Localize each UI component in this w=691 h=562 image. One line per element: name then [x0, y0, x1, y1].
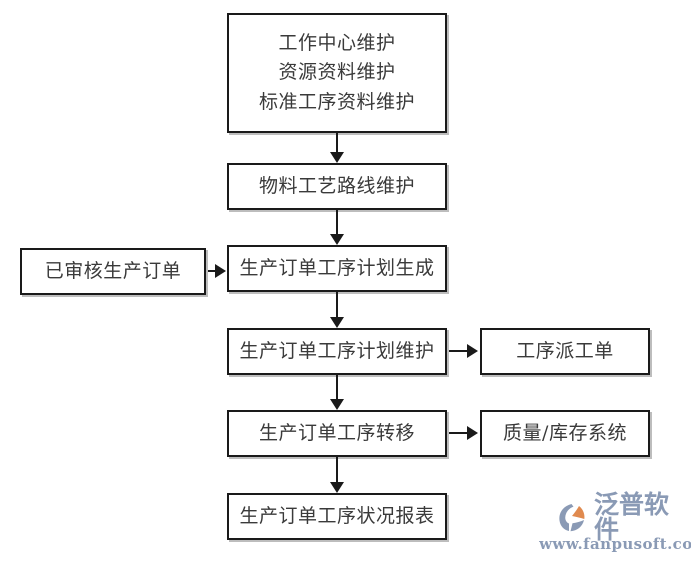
watermark-url: www.fanpusoft.com	[539, 535, 691, 553]
node-operation-transfer-label: 生产订单工序转移	[258, 421, 415, 444]
connector-plan-maintain-to-dispatch-order	[449, 350, 471, 352]
node-dispatch-order[interactable]: 工序派工单	[480, 328, 650, 375]
node-approved-order[interactable]: 已审核生产订单	[20, 248, 206, 295]
connector-plan-generate-to-plan-maintain	[336, 292, 338, 317]
node-plan-maintain[interactable]: 生产订单工序计划维护	[227, 328, 447, 375]
arrowhead-approved-order-to-plan-generate	[215, 264, 226, 278]
node-basic-data-line-3: 标准工序资料维护	[258, 90, 415, 113]
node-plan-generate-label: 生产订单工序计划生成	[239, 256, 435, 279]
arrowhead-basic-data-to-routing	[330, 152, 344, 163]
node-routing-label: 物料工艺路线维护	[258, 174, 415, 197]
node-basic-data-line-2: 资源资料维护	[278, 61, 396, 84]
connector-plan-maintain-to-operation-transfer	[336, 375, 338, 399]
arrowhead-operation-transfer-to-quality-inventory	[467, 426, 478, 440]
node-quality-inventory[interactable]: 质量/库存系统	[480, 410, 650, 457]
node-plan-maintain-label: 生产订单工序计划维护	[239, 339, 435, 362]
node-status-report-label: 生产订单工序状况报表	[239, 504, 435, 527]
node-plan-generate[interactable]: 生产订单工序计划生成	[227, 245, 447, 292]
watermark-brand: 泛普软件	[594, 490, 670, 544]
node-dispatch-order-label: 工序派工单	[516, 339, 614, 362]
node-basic-data[interactable]: 工作中心维护 资源资料维护 标准工序资料维护	[227, 13, 447, 133]
node-approved-order-label: 已审核生产订单	[44, 259, 182, 282]
node-operation-transfer[interactable]: 生产订单工序转移	[227, 410, 447, 457]
arrowhead-plan-generate-to-plan-maintain	[330, 317, 344, 328]
watermark-logo-row: 泛普软件	[558, 492, 690, 542]
node-routing[interactable]: 物料工艺路线维护	[227, 163, 447, 210]
node-quality-inventory-label: 质量/库存系统	[503, 421, 627, 444]
node-basic-data-line-1: 工作中心维护	[278, 31, 396, 54]
fanpu-logo-icon	[559, 504, 585, 532]
node-status-report[interactable]: 生产订单工序状况报表	[227, 493, 447, 540]
arrowhead-operation-transfer-to-status-report	[330, 482, 344, 493]
connector-operation-transfer-to-status-report	[336, 457, 338, 482]
connector-routing-to-plan-generate	[336, 210, 338, 234]
watermark-logo: 泛普软件 www.fanpusoft.com	[539, 492, 691, 558]
arrowhead-plan-maintain-to-dispatch-order	[467, 344, 478, 358]
arrowhead-routing-to-plan-generate	[330, 234, 344, 245]
connector-basic-data-to-routing	[336, 133, 338, 152]
connector-operation-transfer-to-quality-inventory	[449, 432, 471, 434]
connector-approved-order-to-plan-generate	[208, 270, 220, 272]
arrowhead-plan-maintain-to-operation-transfer	[330, 399, 344, 410]
